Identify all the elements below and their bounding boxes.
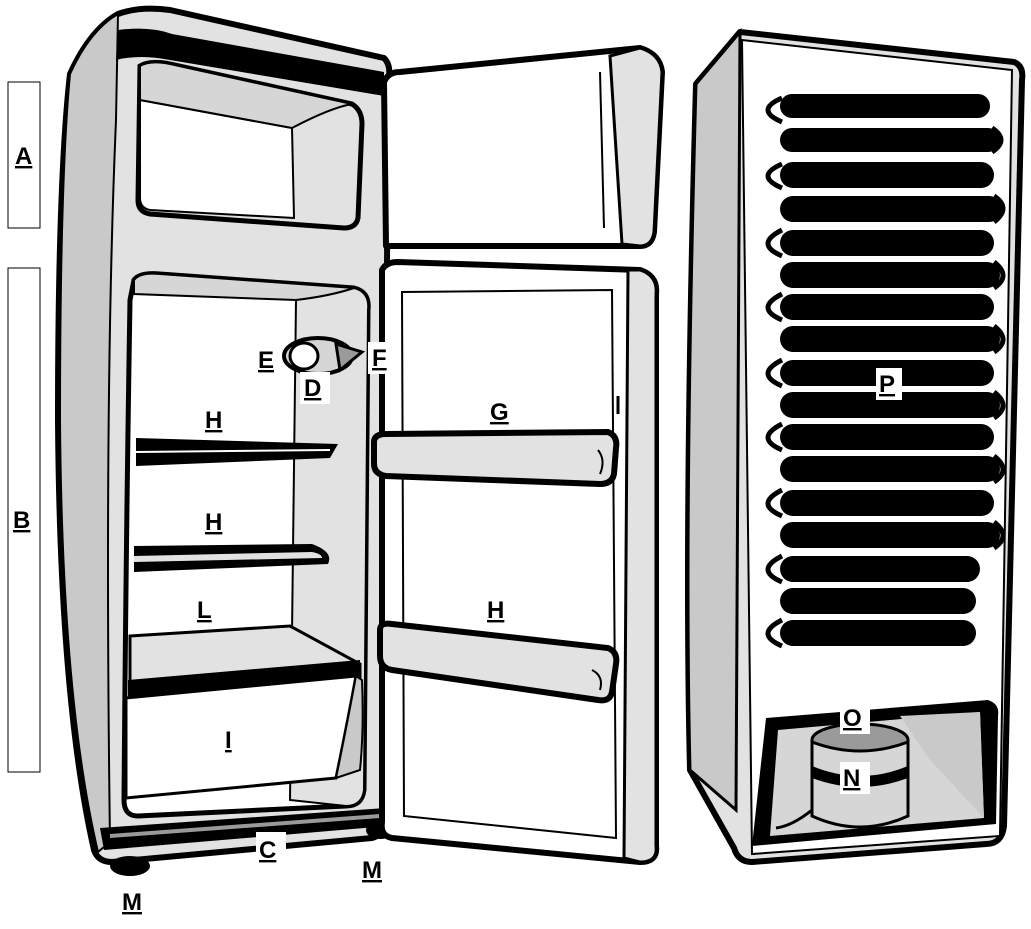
label-o: O	[843, 705, 862, 732]
fridge-foot-left	[110, 856, 150, 876]
compressor-wire	[775, 808, 813, 830]
coil-tube	[780, 620, 976, 646]
coil-tube	[780, 556, 980, 582]
coil-tube	[780, 230, 994, 256]
label-h-door: H	[487, 597, 504, 624]
coil-tube	[780, 162, 994, 188]
door-balcony-upper-clip	[597, 449, 604, 475]
compressor-recess-wall	[900, 712, 984, 818]
label-c-bg	[256, 832, 286, 866]
label-f: F	[372, 345, 387, 372]
label-f-bg	[368, 342, 394, 374]
fridge-base-highlight	[109, 814, 381, 838]
coil-tube	[780, 196, 1002, 222]
coil-tube	[780, 588, 976, 614]
label-l: L	[197, 597, 212, 624]
label-l-bg	[194, 594, 220, 626]
freezer-door	[381, 45, 665, 249]
label-h-middle-bg	[202, 506, 232, 538]
fridge-top-rim	[116, 28, 384, 97]
coil-tube	[780, 262, 1000, 288]
fridge-base-grille	[100, 808, 388, 850]
thermostat-light-unit	[282, 336, 366, 376]
zone-brackets	[7, 81, 41, 773]
coil-tube	[780, 128, 1000, 152]
label-h-upper-bg	[202, 404, 232, 436]
coil-tube	[780, 294, 994, 320]
coil-tube	[780, 326, 1000, 352]
callout-labels: A B E F D H G H L H I C M M P O N	[13, 143, 902, 916]
label-m-right: M	[362, 857, 382, 884]
door-balcony-lower	[377, 620, 620, 704]
label-h-door-bg	[484, 594, 514, 626]
freezer-zone-bracket	[7, 81, 41, 229]
label-d-bg	[300, 372, 330, 404]
thermostat-knob	[334, 341, 366, 373]
label-i-bg	[222, 724, 240, 756]
label-n-bg	[840, 762, 870, 794]
fridge-compartment-ceiling	[133, 272, 355, 302]
label-n: N	[843, 765, 860, 792]
coil-tube	[780, 94, 990, 118]
coil-bend-left	[765, 95, 784, 649]
light-bulb	[288, 341, 320, 371]
label-m-left: M	[122, 889, 142, 916]
label-o-bg	[840, 702, 870, 734]
label-e-bg	[254, 344, 278, 376]
fridge-door-edge	[622, 268, 658, 864]
freezer-inner-back	[139, 98, 296, 220]
freezer-door-inner-line	[599, 71, 605, 229]
label-i: I	[225, 727, 232, 754]
fridge-zone-bracket	[7, 267, 41, 773]
door-balcony-lower-clip	[591, 669, 602, 691]
label-p: P	[879, 371, 895, 398]
label-a: A	[15, 143, 32, 170]
label-c: C	[259, 837, 276, 864]
fridge-side-panel	[58, 12, 120, 854]
fridge-shelf-upper-edge	[135, 449, 331, 453]
label-b: B	[13, 507, 30, 534]
freezer-top-inner	[139, 61, 353, 130]
crisper-drawer	[124, 674, 358, 800]
fridge-door	[371, 259, 660, 865]
fridge-shelf-upper	[136, 438, 338, 466]
label-d: D	[304, 375, 321, 402]
coil-tube	[780, 424, 994, 450]
label-g-bg	[486, 396, 518, 428]
coil-bend-right	[990, 125, 1006, 551]
coil-tube	[780, 392, 1000, 418]
label-e: E	[258, 347, 274, 374]
coil-tube	[780, 490, 994, 516]
label-h-upper: H	[205, 407, 222, 434]
crisper-drawer-side	[334, 674, 364, 780]
crisper-cover-front	[128, 660, 360, 700]
rear-side-panel	[686, 27, 742, 814]
label-h-middle: H	[205, 509, 222, 536]
coil-tube	[780, 456, 1000, 482]
fridge-shelf-middle-highlight	[134, 552, 322, 562]
fridge-rear-view	[685, 27, 1026, 865]
label-g: G	[490, 399, 509, 426]
coil-tube	[780, 522, 1000, 548]
door-balcony-upper	[371, 428, 620, 488]
freezer-door-edge	[608, 46, 664, 248]
label-p-bg	[876, 368, 902, 400]
